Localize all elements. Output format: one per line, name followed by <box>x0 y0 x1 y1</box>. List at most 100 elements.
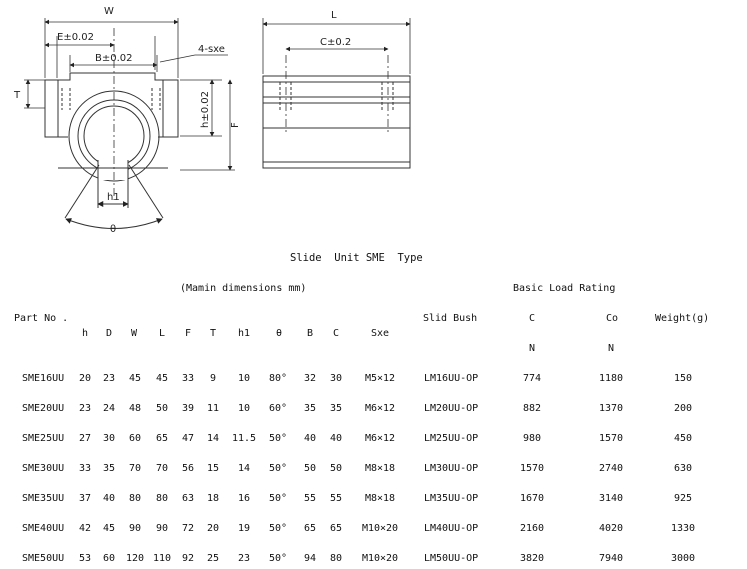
cell-C: 40 <box>329 433 343 444</box>
cell-theta: 60° <box>268 403 288 414</box>
cell-load-c: 1670 <box>519 493 545 504</box>
header-dim-W: W <box>131 328 138 339</box>
cell-F: 92 <box>181 553 195 564</box>
cell-sxe: M6×12 <box>364 403 396 414</box>
cell-theta: 80° <box>268 373 288 384</box>
header-dim-C: C <box>333 328 340 339</box>
header-main-dimensions: (Mamin dimensions mm) <box>180 283 307 294</box>
cell-h1: 11.5 <box>231 433 257 444</box>
cell-h: 27 <box>78 433 92 444</box>
side-view <box>262 55 411 169</box>
cell-slid-bush: LM35UU-OP <box>424 493 479 504</box>
cell-D: 45 <box>102 523 116 534</box>
cell-sxe: M6×12 <box>364 433 396 444</box>
cell-load-co: 4020 <box>598 523 624 534</box>
cell-L: 45 <box>155 373 169 384</box>
cell-load-c: 774 <box>522 373 542 384</box>
cell-L: 65 <box>155 433 169 444</box>
cell-T: 25 <box>206 553 220 564</box>
cell-D: 30 <box>102 433 116 444</box>
cell-part-no: SME35UU <box>22 493 65 504</box>
cell-sxe: M10×20 <box>361 553 399 564</box>
cell-theta: 50° <box>268 433 288 444</box>
cell-T: 11 <box>206 403 220 414</box>
cell-load-co: 1570 <box>598 433 624 444</box>
cell-sxe: M10×20 <box>361 523 399 534</box>
cell-load-c: 980 <box>522 433 542 444</box>
header-dim-sxe: Sxe <box>371 328 390 339</box>
cell-load-co: 7940 <box>598 553 624 564</box>
cell-W: 80 <box>128 493 142 504</box>
header-dim-D: D <box>106 328 113 339</box>
cell-D: 40 <box>102 493 116 504</box>
cell-h: 33 <box>78 463 92 474</box>
technical-drawing: W E±0.02 B±0.02 4-sxe T h±0.02 F h1 θ L … <box>13 6 411 235</box>
cell-L: 50 <box>155 403 169 414</box>
label-B: B±0.02 <box>95 53 133 64</box>
cell-F: 47 <box>181 433 195 444</box>
cell-h1: 10 <box>237 403 251 414</box>
cell-load-co: 1180 <box>598 373 624 384</box>
cell-h1: 10 <box>237 373 251 384</box>
cell-weight: 200 <box>673 403 693 414</box>
cell-load-co: 1370 <box>598 403 624 414</box>
cell-part-no: SME25UU <box>22 433 65 444</box>
table-title: Slide Unit SME Type <box>290 252 423 264</box>
header-dim-theta: θ <box>276 328 283 339</box>
cell-load-c: 1570 <box>519 463 545 474</box>
cell-F: 56 <box>181 463 195 474</box>
cell-W: 45 <box>128 373 142 384</box>
cell-slid-bush: LM50UU-OP <box>424 553 479 564</box>
cell-L: 110 <box>152 553 172 564</box>
cell-part-no: SME40UU <box>22 523 65 534</box>
cell-B: 32 <box>303 373 317 384</box>
cell-C: 80 <box>329 553 343 564</box>
cell-theta: 50° <box>268 523 288 534</box>
header-weight: Weight(g) <box>655 313 710 324</box>
cell-load-co: 3140 <box>598 493 624 504</box>
cell-h1: 14 <box>237 463 251 474</box>
cell-slid-bush: LM20UU-OP <box>424 403 479 414</box>
label-T: T <box>13 90 21 101</box>
cell-T: 14 <box>206 433 220 444</box>
cell-C: 65 <box>329 523 343 534</box>
cell-W: 70 <box>128 463 142 474</box>
cell-W: 120 <box>125 553 145 564</box>
label-h: h±0.02 <box>200 91 211 128</box>
cell-slid-bush: LM16UU-OP <box>424 373 479 384</box>
cell-B: 65 <box>303 523 317 534</box>
cell-F: 33 <box>181 373 195 384</box>
header-co-unit: N <box>608 343 615 354</box>
header-slid-bush: Slid Bush <box>423 313 478 324</box>
cell-h1: 23 <box>237 553 251 564</box>
cell-part-no: SME16UU <box>22 373 65 384</box>
label-theta: θ <box>110 224 116 235</box>
cell-D: 60 <box>102 553 116 564</box>
cell-L: 90 <box>155 523 169 534</box>
cell-slid-bush: LM40UU-OP <box>424 523 479 534</box>
label-C: C±0.2 <box>320 37 351 48</box>
cell-h1: 16 <box>237 493 251 504</box>
cell-C: 30 <box>329 373 343 384</box>
cell-T: 20 <box>206 523 220 534</box>
cell-B: 94 <box>303 553 317 564</box>
cell-F: 72 <box>181 523 195 534</box>
cell-weight: 630 <box>673 463 693 474</box>
header-basic-load-rating: Basic Load Rating <box>513 283 616 294</box>
cell-C: 55 <box>329 493 343 504</box>
cell-T: 18 <box>206 493 220 504</box>
cell-part-no: SME20UU <box>22 403 65 414</box>
cell-T: 15 <box>206 463 220 474</box>
header-dim-h1: h1 <box>238 328 251 339</box>
cell-C: 50 <box>329 463 343 474</box>
cell-B: 40 <box>303 433 317 444</box>
cell-weight: 450 <box>673 433 693 444</box>
cell-part-no: SME50UU <box>22 553 65 564</box>
label-E: E±0.02 <box>57 32 94 43</box>
cell-sxe: M8×18 <box>364 463 396 474</box>
cell-load-co: 2740 <box>598 463 624 474</box>
